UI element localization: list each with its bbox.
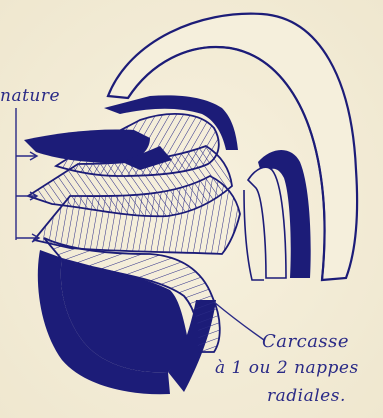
carcass-label-line3: radiales.: [267, 386, 346, 406]
carcass-label-line1: Carcasse: [262, 331, 349, 352]
carcass-label-line2: à 1 ou 2 nappes: [215, 358, 359, 378]
carcass-leader-line: [214, 302, 264, 340]
armature-label: nature: [0, 86, 60, 106]
sidewall-opening-inner: [248, 167, 286, 278]
armature-arrows: [16, 152, 39, 242]
tread-cap-flap: [24, 129, 150, 162]
